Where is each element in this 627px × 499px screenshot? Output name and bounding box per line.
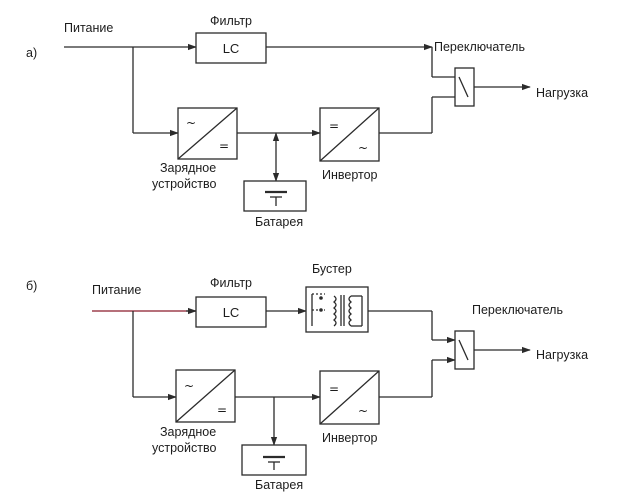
diagram-a-filter-label: Фильтр <box>210 14 252 28</box>
diagram-a-battery-label: Батарея <box>255 215 303 229</box>
diagram-a-charger-ac-symbol: ~ <box>186 116 196 130</box>
diagram-b-filter-label: Фильтр <box>210 276 252 290</box>
diagram-b-wires <box>92 307 531 446</box>
diagram-a-filter-box-label: LC <box>223 41 240 56</box>
diagram-b-power-label: Питание <box>92 283 141 297</box>
diagram-a-inverter-label: Инвертор <box>322 168 378 182</box>
diagram-a-inverter-ac-symbol: ~ <box>358 141 368 155</box>
diagram-a-charger-label-1: Зарядное <box>160 161 216 175</box>
diagram-b-inverter-label: Инвертор <box>322 431 378 445</box>
diagram-b-inverter-ac-symbol: ~ <box>358 404 368 418</box>
diagram-a: а) Питание Фильтр Переключатель Нагрузка… <box>26 14 588 229</box>
diagram-b-charger-block: ~ = <box>175 369 236 423</box>
diagram-b-filter-box <box>195 296 267 328</box>
diagram-b-inverter-block: = ~ <box>319 370 380 425</box>
diagram-b-charger-ac-symbol: ~ <box>184 379 194 393</box>
diagram-b-label: б) <box>26 279 37 293</box>
diagram-a-inverter-dc-symbol: = <box>329 119 339 133</box>
diagram-a-power-label: Питание <box>64 21 113 35</box>
diagram-b-charger-label-2: устройство <box>152 441 216 455</box>
diagram-b-charger-label-1: Зарядное <box>160 425 216 439</box>
diagram-b-inverter-dc-symbol: = <box>329 382 339 396</box>
diagram-a-label: а) <box>26 46 37 60</box>
diagram-a-filter-box <box>195 32 267 64</box>
diagram-b-transfer-switch <box>454 330 475 370</box>
diagram-a-charger-label-2: устройство <box>152 177 216 191</box>
diagram-a-inverter-block: = ~ <box>319 107 380 162</box>
diagram-a-charger-dc-symbol: = <box>219 139 229 153</box>
diagram-b-booster-label: Бустер <box>312 262 352 276</box>
diagram-b-battery-label: Батарея <box>255 478 303 492</box>
diagram-b-switch-label: Переключатель <box>472 303 563 317</box>
diagram-a-load-label: Нагрузка <box>536 86 588 100</box>
diagram-a-transfer-switch <box>454 67 475 107</box>
diagram-a-wires <box>64 43 531 182</box>
diagram-a-switch-label: Переключатель <box>434 40 525 54</box>
diagram-b-load-label: Нагрузка <box>536 348 588 362</box>
diagram-b-filter-box-label: LC <box>223 305 240 320</box>
diagram-b-battery-block <box>241 444 307 476</box>
diagram-a-charger-block: ~ = <box>177 107 238 160</box>
diagram-b: б) Питание Фильтр Бустер Переключатель Н… <box>26 262 588 492</box>
diagram-a-battery-block <box>243 180 307 212</box>
diagram-b-booster-block <box>305 286 369 333</box>
diagram-b-charger-dc-symbol: = <box>217 403 227 417</box>
